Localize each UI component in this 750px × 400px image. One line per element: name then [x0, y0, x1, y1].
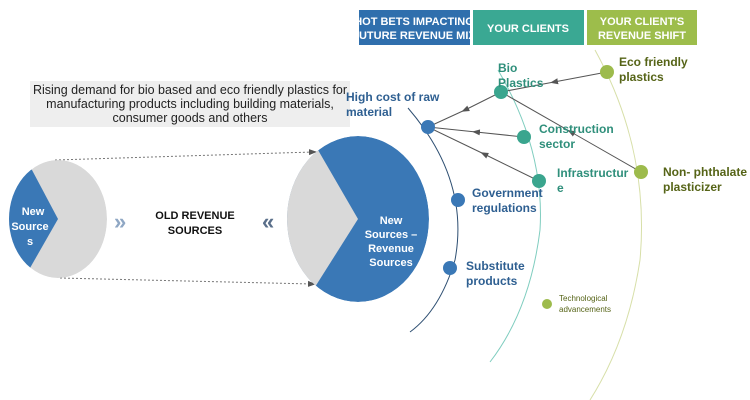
right_pie-1-label: Sources –: [365, 229, 418, 241]
left_pie-1-label: Source: [11, 221, 48, 233]
headers-shift-1-label: REVENUE SHIFT: [598, 30, 686, 42]
hot_bets-sub-1-label: products: [466, 274, 518, 288]
chevron-right-icon: »: [114, 209, 126, 234]
shift-phth-0-label: Non- phthalate: [663, 165, 747, 179]
description-0-label: Rising demand for bio based and eco frie…: [33, 83, 347, 97]
hot_bets-gov-0-label: Government: [472, 186, 543, 200]
node-infrastructure: [532, 174, 546, 188]
shift-tech-1-label: advancements: [559, 305, 611, 314]
description-box: Rising demand for bio based and eco frie…: [30, 81, 350, 127]
new-revenue-pie: [287, 136, 429, 302]
headers-hot_bets-1-label: FUTURE REVENUE MIX: [352, 30, 476, 42]
header-revenue-shift: YOUR CLIENT'S REVENUE SHIFT: [587, 10, 697, 45]
left_pie-0-label: New: [22, 206, 45, 218]
description-1-label: manufacturing products including buildin…: [46, 97, 334, 111]
headers-clients-label: YOUR CLIENTS: [487, 23, 569, 35]
clients-construction-0-label: Construction: [539, 122, 614, 136]
node-construction: [517, 130, 531, 144]
node-bio-plastics: [494, 85, 508, 99]
right_pie-0-label: New: [380, 215, 403, 227]
shift-phth-1-label: plasticizer: [663, 180, 722, 194]
center-1-label: SOURCES: [168, 225, 222, 237]
node-eco-friendly: [600, 65, 614, 79]
shift-eco-0-label: Eco friendly: [619, 55, 688, 69]
hot_bets-raw-0-label: High cost of raw: [346, 90, 440, 104]
clients-infra-0-label: Infrastructur: [557, 166, 629, 180]
clients-infra-1-label: e: [557, 181, 564, 195]
node-raw-material: [421, 120, 435, 134]
dotted-connector-top: [54, 149, 317, 161]
shift-tech-0-label: Technological: [559, 294, 608, 303]
hot_bets-sub-0-label: Substitute: [466, 259, 525, 273]
header-your-clients: YOUR CLIENTS: [473, 10, 584, 45]
node-phthalate: [634, 165, 648, 179]
right_pie-2-label: Revenue: [368, 243, 414, 255]
shift-arc: [589, 49, 643, 400]
hot-bets-arc: [407, 107, 459, 333]
node-substitute: [443, 261, 457, 275]
left_pie-2-label: s: [27, 236, 33, 248]
dotted-connector-bottom: [59, 277, 316, 287]
clients-construction-1-label: sector: [539, 137, 575, 151]
headers-hot_bets-0-label: HOT BETS IMPACTING: [354, 16, 474, 28]
clients-bio-0-label: Bio: [498, 61, 517, 75]
header-hot-bets: HOT BETS IMPACTING FUTURE REVENUE MIX: [352, 10, 476, 45]
clients-arc: [489, 69, 541, 363]
chevron-left-icon: «: [262, 209, 274, 234]
description-2-label: consumer goods and others: [113, 111, 268, 125]
shift-eco-1-label: plastics: [619, 70, 664, 84]
hot_bets-raw-1-label: material: [346, 105, 392, 119]
headers-shift-0-label: YOUR CLIENT'S: [600, 16, 685, 28]
right_pie-3-label: Sources: [369, 257, 412, 269]
node-tech: [542, 299, 552, 309]
hot_bets-gov-1-label: regulations: [472, 201, 537, 215]
old-revenue-pie: [9, 160, 107, 278]
clients-bio-1-label: Plastics: [498, 76, 544, 90]
center-0-label: OLD REVENUE: [155, 210, 234, 222]
node-government: [451, 193, 465, 207]
